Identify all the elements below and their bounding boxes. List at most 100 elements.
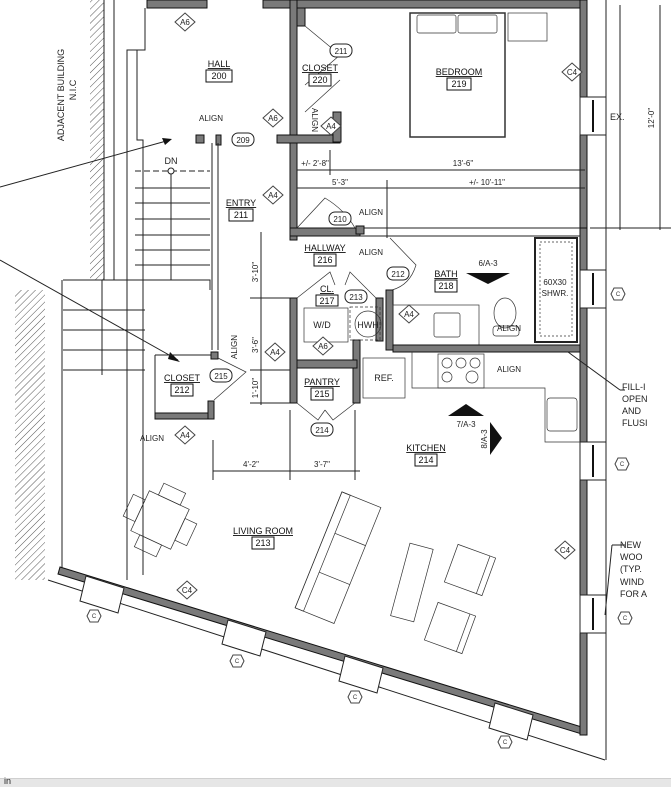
tag-c4: C4 bbox=[567, 68, 578, 77]
wall bbox=[262, 0, 588, 9]
armchair bbox=[423, 601, 477, 655]
room-number: 220 bbox=[312, 75, 327, 85]
room-living: LIVING ROOM 213 bbox=[233, 526, 293, 550]
adjacent-building-nic: N.I.C bbox=[68, 79, 78, 100]
svg-text:AND: AND bbox=[622, 406, 642, 416]
wall bbox=[579, 0, 588, 98]
shower-label: SHWR. bbox=[542, 289, 569, 298]
dimension-label: 13'-6" bbox=[453, 159, 474, 168]
align-note: ALIGN bbox=[497, 324, 521, 333]
dimension-label: 12'-0" bbox=[647, 108, 656, 129]
dimension-label: 5'-3" bbox=[332, 178, 348, 187]
room-name: HALL bbox=[208, 59, 231, 69]
tag-a4: A4 bbox=[180, 431, 190, 440]
wall bbox=[146, 0, 208, 9]
refrigerator bbox=[362, 357, 406, 399]
shower-size: 60X30 bbox=[543, 278, 567, 287]
room-number: 212 bbox=[174, 385, 189, 395]
room-number: 218 bbox=[438, 281, 453, 291]
dimension-label: +/- 2'-8" bbox=[301, 159, 329, 168]
tag-a6: A6 bbox=[180, 18, 190, 27]
pillow bbox=[457, 14, 498, 34]
window-type-hexagons bbox=[86, 287, 633, 749]
section-marker-up bbox=[448, 404, 484, 416]
wall-type-diamonds bbox=[174, 12, 583, 600]
existing-label: EX. bbox=[610, 112, 625, 122]
tag-c4: C4 bbox=[560, 546, 571, 555]
door-tags bbox=[209, 43, 410, 437]
dimension-label: +/- 10'-11" bbox=[469, 178, 505, 187]
pillow bbox=[416, 14, 457, 34]
align-note: ALIGN bbox=[359, 248, 383, 257]
bed bbox=[409, 12, 506, 138]
sofa bbox=[294, 491, 382, 624]
washer-dryer-label: W/D bbox=[313, 320, 331, 330]
svg-text:FILL-I: FILL-I bbox=[622, 382, 646, 392]
room-name: CL. bbox=[320, 284, 334, 294]
sink bbox=[433, 312, 461, 338]
windows-bottom bbox=[79, 575, 534, 741]
wall bbox=[392, 344, 581, 353]
tag-a4: A4 bbox=[326, 122, 336, 131]
tag-c: C bbox=[235, 659, 240, 665]
section-marker-right bbox=[490, 422, 502, 455]
shower bbox=[534, 237, 578, 343]
room-name: LIVING ROOM bbox=[233, 526, 293, 536]
room-name: BATH bbox=[434, 269, 457, 279]
align-note: ALIGN bbox=[310, 108, 319, 132]
water-heater-label: HWH bbox=[357, 320, 379, 330]
dimension-label: 3'-10" bbox=[251, 262, 260, 283]
room-number: 219 bbox=[451, 79, 466, 89]
room-name: CLOSET bbox=[164, 373, 201, 383]
section-label: 7/A-3 bbox=[456, 420, 476, 429]
tag-c: C bbox=[92, 614, 97, 620]
align-note: ALIGN bbox=[497, 365, 521, 374]
stair-arrow-start bbox=[167, 167, 175, 175]
svg-text:WIND: WIND bbox=[620, 577, 644, 587]
toilet bbox=[493, 297, 517, 329]
room-number: 213 bbox=[255, 538, 270, 548]
status-bar-text: in bbox=[4, 776, 12, 786]
room-hall: HALL 200 bbox=[205, 59, 233, 83]
tag-c: C bbox=[616, 292, 621, 298]
section-label: 6/A-3 bbox=[478, 259, 498, 268]
door-swing bbox=[296, 197, 356, 229]
room-name: BEDROOM bbox=[436, 67, 483, 77]
tag-a6: A6 bbox=[268, 114, 278, 123]
section-label: 8/A-3 bbox=[480, 429, 489, 449]
windows-right bbox=[579, 269, 607, 634]
water-heater bbox=[354, 310, 382, 338]
counter bbox=[411, 352, 580, 443]
room-number: 211 bbox=[234, 210, 248, 220]
tag-a4: A4 bbox=[268, 191, 278, 200]
adjacent-wall-hatch bbox=[90, 0, 104, 280]
armchair bbox=[443, 543, 497, 597]
door-tag: 215 bbox=[214, 372, 228, 381]
align-note: ALIGN bbox=[230, 335, 239, 359]
align-note: ALIGN bbox=[359, 208, 383, 217]
room-number: 216 bbox=[317, 255, 332, 265]
door-tag: 210 bbox=[333, 215, 347, 224]
room-pantry: PANTRY 215 bbox=[304, 377, 340, 401]
nightstand bbox=[507, 12, 548, 42]
range bbox=[437, 353, 485, 389]
dimension-label: 3'-7" bbox=[314, 460, 330, 469]
room-name: HALLWAY bbox=[304, 243, 345, 253]
section-marker-down bbox=[466, 273, 510, 284]
room-hallway: HALLWAY 216 bbox=[304, 243, 346, 267]
svg-text:NEW: NEW bbox=[620, 540, 642, 550]
door-tag: 212 bbox=[391, 270, 405, 279]
tag-a6: A6 bbox=[318, 342, 328, 351]
svg-text:FLUSI: FLUSI bbox=[622, 418, 648, 428]
room-number: 215 bbox=[314, 389, 329, 399]
coffee-table bbox=[390, 542, 434, 623]
door-tag: 214 bbox=[315, 426, 329, 435]
room-name: CLOSET bbox=[302, 63, 339, 73]
wall bbox=[579, 134, 588, 229]
dining-table bbox=[122, 482, 198, 558]
leader-arrow bbox=[0, 259, 179, 361]
room-name: ENTRY bbox=[226, 198, 256, 208]
svg-text:(TYP.: (TYP. bbox=[620, 564, 642, 574]
tag-c: C bbox=[503, 740, 508, 746]
